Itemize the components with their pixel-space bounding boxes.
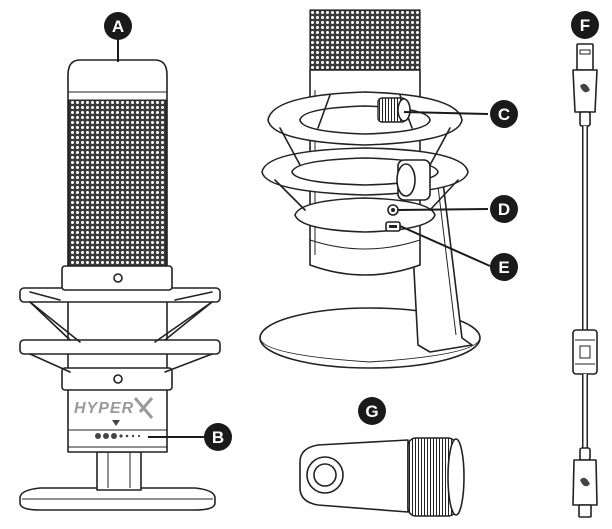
- callout-a-label: A: [112, 17, 124, 36]
- callout-f-label: F: [580, 16, 590, 35]
- usb-cable: [572, 43, 598, 518]
- callout-g-label: G: [365, 402, 378, 421]
- callout-g: G: [358, 397, 386, 425]
- callout-e-label: E: [498, 258, 509, 277]
- mount-adapter: [299, 437, 465, 517]
- leader-lines: [117, 38, 491, 438]
- callout-c-label: C: [498, 105, 510, 124]
- microphone-front-view: HYPER: [19, 59, 221, 511]
- callout-c: C: [490, 100, 518, 128]
- hyperx-logo: HYPER: [74, 400, 134, 417]
- callout-d: D: [490, 195, 518, 223]
- callout-b-label: B: [212, 428, 224, 447]
- callout-d-label: D: [498, 200, 510, 219]
- callout-e: E: [490, 253, 518, 281]
- microphone-angled-view: [259, 9, 481, 369]
- callout-a: A: [104, 12, 132, 40]
- callout-b: B: [204, 423, 232, 451]
- callout-f: F: [571, 11, 599, 39]
